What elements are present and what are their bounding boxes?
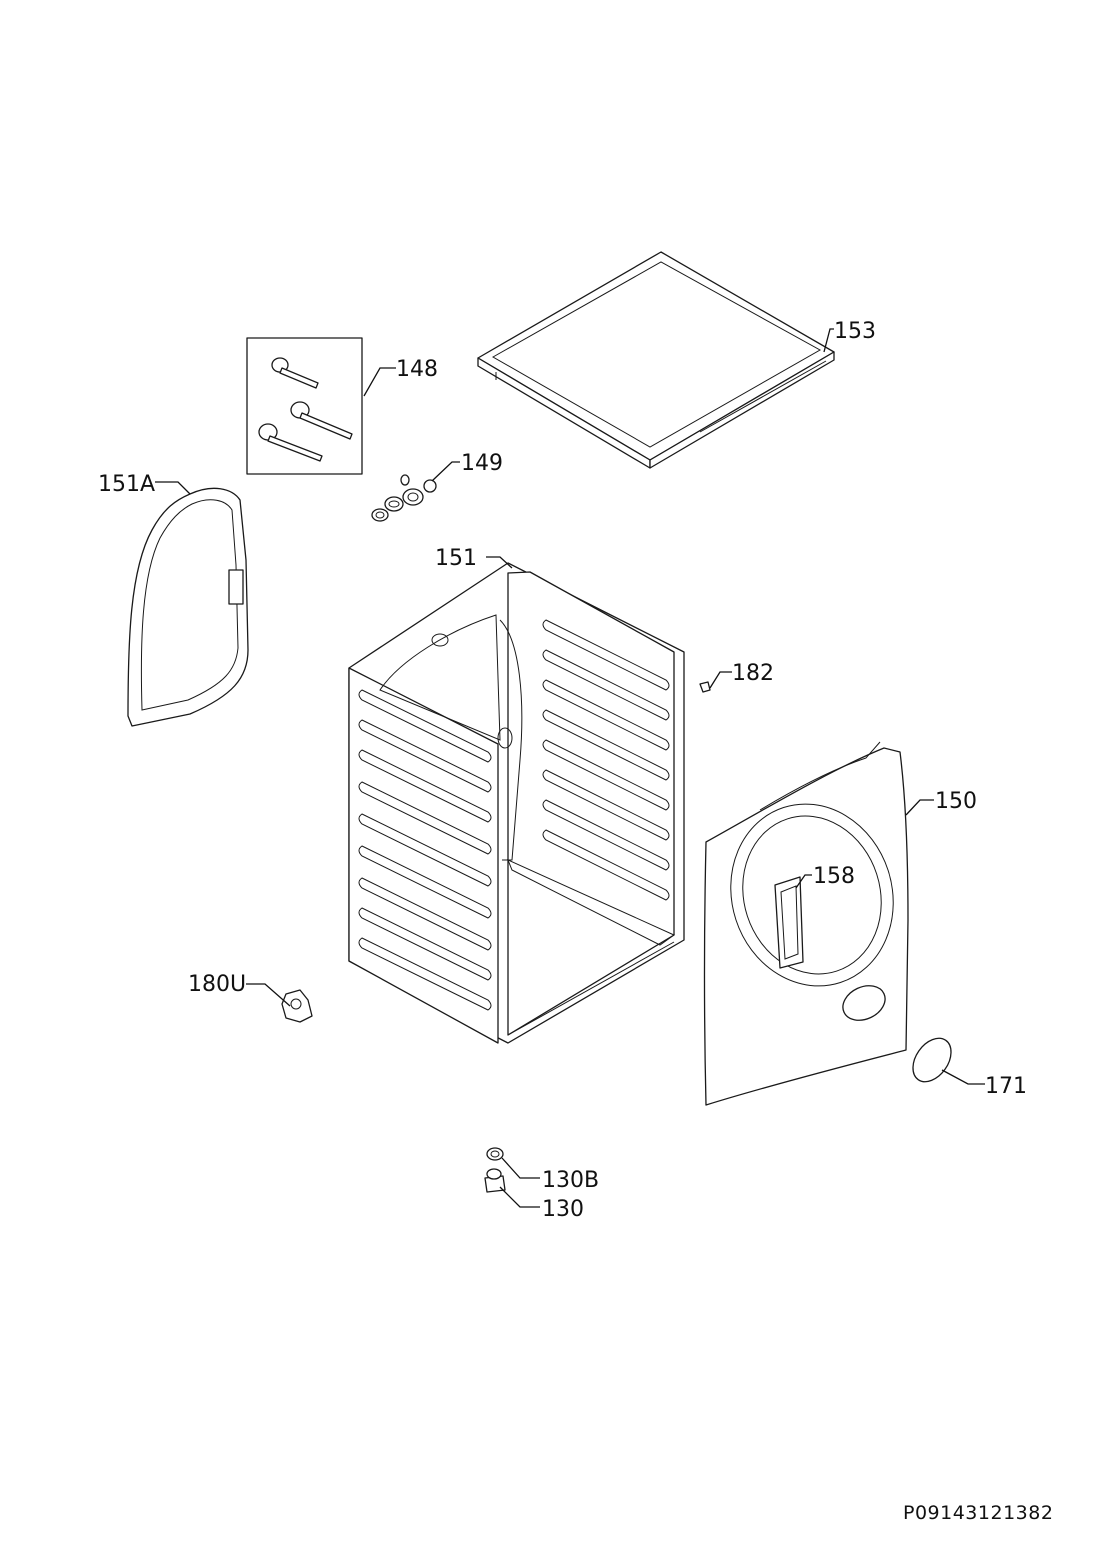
document-id: P09143121382 [903, 1502, 1054, 1524]
callout-153: 153 [834, 319, 876, 344]
callout-151A: 151A [98, 472, 155, 497]
part-151-cabinet [348, 562, 685, 1044]
part-149-grommets [371, 474, 437, 522]
callout-130: 130 [542, 1197, 584, 1222]
callout-180U: 180U [188, 972, 246, 997]
callout-130B: 130B [542, 1168, 599, 1193]
part-150-front-panel [703, 741, 909, 1106]
part-148-shock-absorbers [246, 337, 363, 475]
part-171-cover-cap [912, 1037, 952, 1083]
callout-182: 182 [732, 661, 774, 686]
callout-158: 158 [813, 864, 855, 889]
part-151A-front-frame [127, 487, 249, 727]
part-153-top-cover [477, 251, 835, 469]
part-182-clip [699, 681, 711, 693]
cabinet-side-slots [358, 619, 670, 1011]
part-130B-nut [486, 1147, 504, 1161]
callout-171: 171 [985, 1074, 1027, 1099]
callout-149: 149 [461, 451, 503, 476]
callout-151: 151 [435, 546, 477, 571]
callout-150: 150 [935, 789, 977, 814]
part-180U-door-lock [281, 989, 313, 1023]
callout-148: 148 [396, 357, 438, 382]
leader-lines [155, 328, 985, 1208]
part-130-foot [484, 1168, 506, 1193]
